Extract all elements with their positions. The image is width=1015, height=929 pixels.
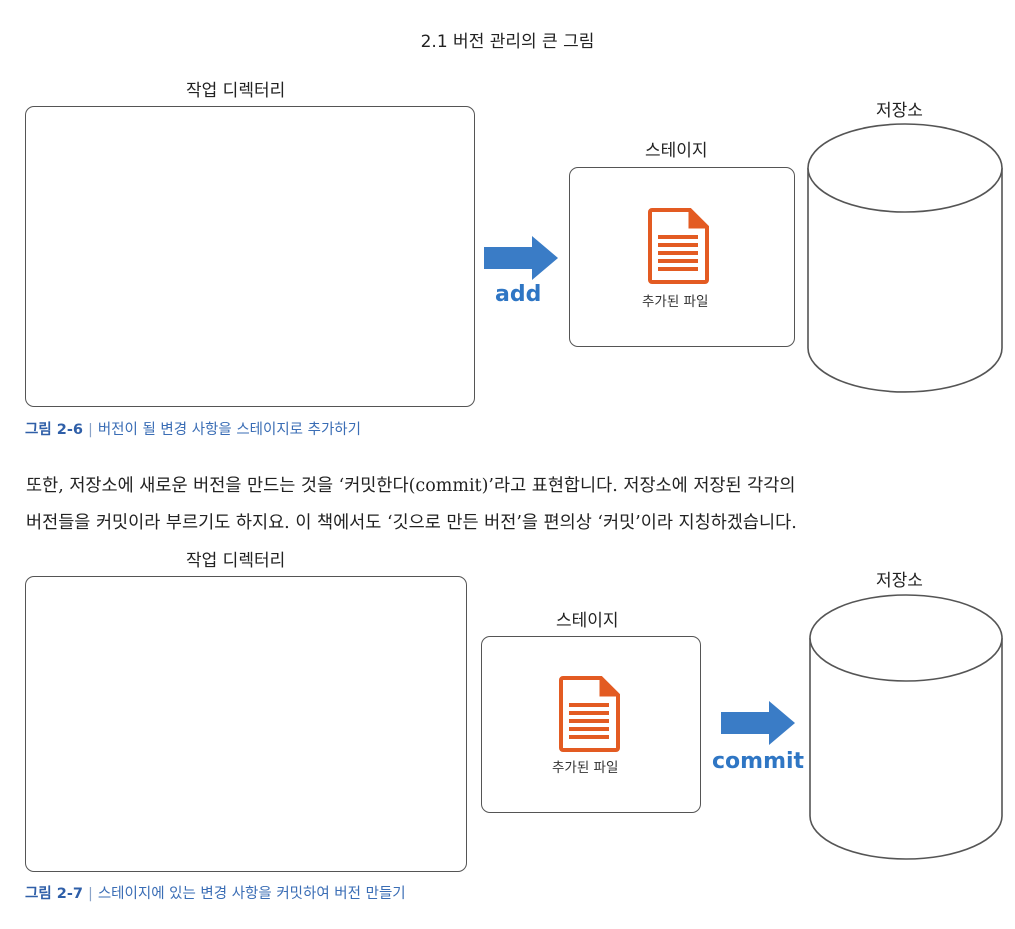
file-document-icon [648, 208, 709, 284]
caption-separator: | [87, 422, 93, 438]
working-directory-box [25, 576, 467, 872]
repository-cylinder-icon [809, 594, 1003, 860]
commit-arrow-icon [721, 701, 795, 745]
caption-number: 그림 2-7 [25, 886, 83, 902]
repository-label: 저장소 [876, 101, 923, 121]
working-directory-box [25, 106, 475, 407]
figure-caption: 그림 2-7|스테이지에 있는 변경 사항을 커밋하여 버전 만들기 [25, 882, 406, 903]
file-document-icon [559, 676, 620, 752]
add-arrow-icon [484, 236, 558, 280]
working-directory-label: 작업 디렉터리 [186, 551, 286, 571]
figure-caption: 그림 2-6|버전이 될 변경 사항을 스테이지로 추가하기 [25, 418, 361, 439]
working-directory-label: 작업 디렉터리 [186, 81, 286, 101]
body-paragraph-line-2: 버전들을 커밋이라 부르기도 하지요. 이 책에서도 ‘깃으로 만든 버전’을 … [26, 513, 797, 533]
caption-separator: | [87, 886, 93, 902]
repository-cylinder-icon [807, 123, 1003, 393]
add-arrow-label: add [495, 282, 542, 307]
repository-label: 저장소 [876, 571, 923, 591]
added-file-label: 추가된 파일 [642, 294, 709, 310]
body-paragraph-line-1: 또한, 저장소에 새로운 버전을 만드는 것을 ‘커밋한다(commit)’라고… [26, 476, 796, 496]
page-title: 2.1 버전 관리의 큰 그림 [420, 32, 595, 52]
caption-number: 그림 2-6 [25, 422, 83, 438]
commit-arrow-label: commit [712, 749, 805, 774]
added-file-label: 추가된 파일 [552, 760, 619, 776]
stage-label: 스테이지 [645, 141, 708, 161]
caption-text: 버전이 될 변경 사항을 스테이지로 추가하기 [97, 422, 361, 438]
stage-label: 스테이지 [556, 611, 619, 631]
caption-text: 스테이지에 있는 변경 사항을 커밋하여 버전 만들기 [97, 886, 406, 902]
